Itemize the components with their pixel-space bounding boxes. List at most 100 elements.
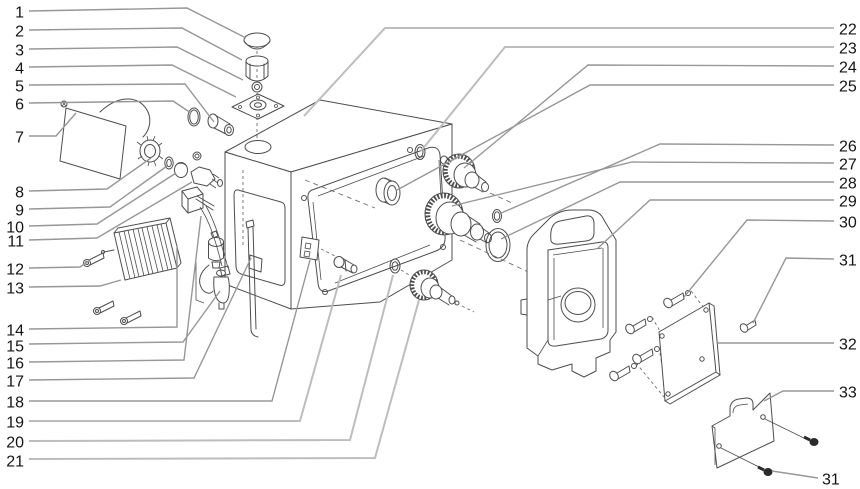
callout-label-26: 26	[839, 139, 857, 156]
leader-line-9	[28, 165, 168, 210]
part-clip-18	[299, 236, 340, 261]
leader-line-11	[28, 181, 193, 241]
callout-label-4: 4	[15, 61, 24, 78]
leader-line-7	[29, 112, 77, 137]
part-second-stage-gear-24	[440, 153, 513, 204]
leader-line-6	[28, 100, 192, 114]
callout-label-30: 30	[839, 215, 857, 232]
callout-label-11: 11	[7, 234, 24, 251]
assembly-axis-dashed	[304, 179, 376, 209]
leader-line-23	[420, 46, 834, 152]
leader-line-22	[303, 27, 834, 117]
callout-1-0: 1	[15, 5, 247, 39]
callout-31-30: 31	[752, 253, 857, 324]
switch-wires	[199, 205, 229, 269]
callout-label-31: 31	[839, 253, 857, 270]
callout-label-2: 2	[15, 24, 24, 41]
callout-label-5: 5	[15, 79, 24, 96]
leader-line-19	[29, 274, 342, 422]
callout-12-11: 12	[6, 259, 91, 279]
callout-29-28: 29	[597, 194, 857, 249]
callout-14-13: 14	[6, 245, 178, 340]
callout-label-15: 15	[6, 339, 24, 356]
part-screw-12	[83, 252, 105, 267]
leader-line-18	[29, 259, 311, 402]
leader-line-4	[28, 64, 237, 98]
part-end-cover-33	[711, 392, 819, 476]
callout-4-3: 4	[15, 61, 237, 98]
callout-2-1: 2	[15, 24, 243, 61]
callout-13-12: 13	[6, 279, 122, 298]
callout-16-15: 16	[6, 215, 202, 373]
callout-7-6: 7	[15, 112, 77, 147]
callout-label-9: 9	[15, 203, 24, 220]
callout-label-10: 10	[6, 220, 24, 237]
callout-label-19: 19	[6, 415, 24, 432]
leader-line-12	[28, 259, 91, 269]
callout-5-4: 5	[15, 79, 215, 123]
callout-label-32: 32	[839, 337, 857, 354]
callout-20-19: 20	[6, 274, 394, 452]
part-pinion-gear-21	[409, 269, 475, 313]
callout-label-18: 18	[6, 395, 24, 412]
callout-26-25: 26	[498, 139, 857, 215]
callout-label-31: 31	[822, 472, 840, 489]
part-screws-30	[609, 290, 705, 398]
part-washer-9	[164, 156, 174, 170]
leader-line-14	[28, 245, 178, 330]
callout-label-33: 33	[839, 385, 857, 402]
leader-line-27	[451, 161, 835, 207]
callout-label-22: 22	[839, 22, 857, 39]
callout-21-20: 21	[6, 299, 420, 471]
leader-line-31	[771, 470, 819, 479]
part-switch	[181, 186, 231, 277]
callout-24-23: 24	[463, 60, 857, 169]
callout-label-20: 20	[6, 435, 24, 452]
callout-22-21: 22	[303, 22, 857, 117]
callout-label-14: 14	[6, 323, 24, 340]
part-screws-14	[93, 300, 142, 325]
callout-label-24: 24	[839, 60, 857, 77]
callout-label-28: 28	[839, 176, 857, 193]
part-heatsink-board	[101, 217, 182, 281]
leader-line-24	[463, 64, 835, 169]
callout-18-17: 18	[6, 259, 311, 412]
callout-label-1: 1	[15, 5, 24, 22]
leader-line-26	[498, 143, 835, 215]
screw-31-bottom	[757, 465, 773, 476]
callout-9-8: 9	[15, 165, 168, 220]
part-potentiometer-connector	[136, 135, 164, 167]
part-tube-17	[245, 219, 259, 338]
leader-line-16	[28, 215, 202, 363]
callout-label-16: 16	[6, 356, 24, 373]
callout-11-10: 11	[7, 181, 193, 251]
callout-label-27: 27	[839, 157, 857, 174]
leader-line-5	[28, 83, 215, 123]
leader-line-21	[28, 299, 420, 460]
callout-label-25: 25	[839, 79, 857, 96]
leader-line-30	[683, 219, 835, 298]
leader-line-20	[28, 274, 394, 442]
callout-23-22: 23	[420, 41, 857, 152]
callout-10-9: 10	[6, 172, 177, 237]
callout-3-2: 3	[15, 43, 244, 81]
callout-8-7: 8	[15, 157, 152, 202]
callout-33-32: 33	[763, 385, 857, 402]
leader-line-3	[28, 46, 244, 81]
callout-25-24: 25	[396, 79, 857, 191]
callout-label-21: 21	[6, 454, 24, 471]
part-inlet-valve	[207, 113, 234, 136]
part-screw-31-top	[739, 319, 757, 333]
part-gasket-ring-28	[485, 228, 511, 262]
part-hex-fitting-11	[190, 151, 223, 189]
callout-15-14: 15	[6, 290, 221, 356]
part-mounting-plate-32	[658, 302, 721, 405]
leader-line-8	[28, 157, 152, 192]
callout-layer: 1234567891011121314151617181920212223242…	[6, 5, 857, 489]
leader-line-33	[763, 390, 834, 402]
callout-28-27: 28	[500, 176, 857, 240]
callout-label-7: 7	[15, 130, 24, 147]
callout-label-23: 23	[839, 41, 857, 58]
leader-line-2	[28, 27, 243, 61]
